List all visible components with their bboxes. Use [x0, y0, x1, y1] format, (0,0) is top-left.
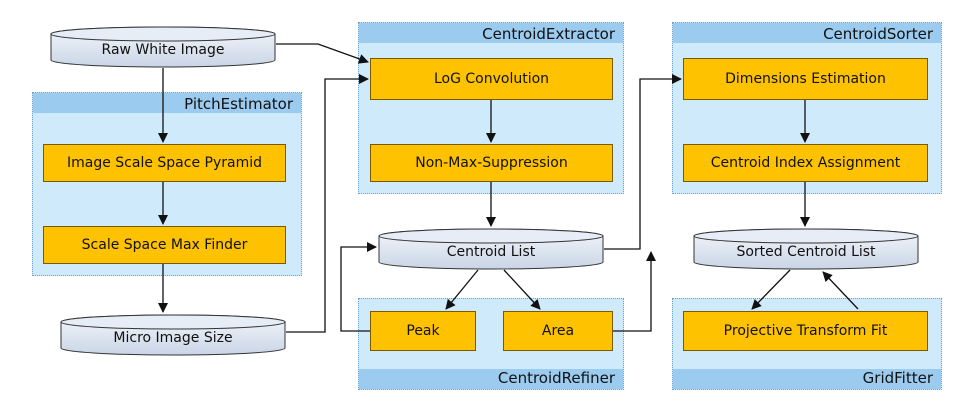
non-max-suppression-box: Non-Max-Suppression [370, 144, 613, 182]
cylinder-shape [378, 228, 604, 270]
arrow-area-to-centroidlist [613, 251, 656, 332]
arrow-fit-to-sortedlist [822, 271, 859, 310]
centroid-refiner-header [359, 369, 623, 389]
pitch-estimator-header [33, 93, 301, 113]
arrow-peak-to-centroidlist [340, 242, 377, 332]
dimensions-estimation-box: Dimensions Estimation [683, 58, 928, 100]
raw-white-image-label: Raw White Image [101, 42, 225, 58]
arrow-centroidlist-to-peak [445, 269, 479, 310]
micro-image-size-label: Micro Image Size [113, 330, 233, 346]
area-box: Area [503, 311, 613, 351]
centroid-extractor-header [359, 23, 623, 43]
image-scale-space-pyramid-box: Image Scale Space Pyramid [43, 144, 286, 182]
arrow-sortedlist-to-fit [751, 269, 791, 310]
arrow-centroidlist-to-area [503, 269, 541, 310]
log-convolution-box: LoG Convolution [370, 58, 613, 100]
pitch-estimator-title: PitchEstimator [184, 95, 293, 113]
grid-fitter-title: GridFitter [862, 369, 933, 387]
arrow-centroidlist-to-dimensions [604, 74, 682, 250]
arrow-microsize-to-log [286, 74, 369, 333]
centroid-refiner-title: CentroidRefiner [497, 369, 615, 387]
centroid-index-assignment-box: Centroid Index Assignment [683, 144, 928, 182]
centroid-list-label: Centroid List [446, 244, 536, 260]
cylinder-shape [60, 314, 286, 356]
projective-transform-fit-box: Projective Transform Fit [683, 311, 928, 351]
centroid-sorter-title: CentroidSorter [823, 25, 933, 43]
scale-space-max-finder-box: Scale Space Max Finder [43, 226, 286, 264]
cylinder-shape [693, 228, 919, 270]
micro-image-size-store: Micro Image Size [60, 314, 286, 356]
centroid-list-store: Centroid List [378, 228, 604, 270]
centroid-sorter-header [673, 23, 941, 43]
arrow-raw-to-log [276, 43, 369, 64]
peak-box: Peak [370, 311, 476, 351]
sorted-centroid-list-label: Sorted Centroid List [736, 244, 876, 260]
sorted-centroid-list-store: Sorted Centroid List [693, 228, 919, 270]
centroid-extractor-title: CentroidExtractor [482, 25, 615, 43]
grid-fitter-header [673, 369, 941, 389]
raw-white-image-store: Raw White Image [50, 26, 276, 68]
cylinder-shape [50, 26, 276, 68]
